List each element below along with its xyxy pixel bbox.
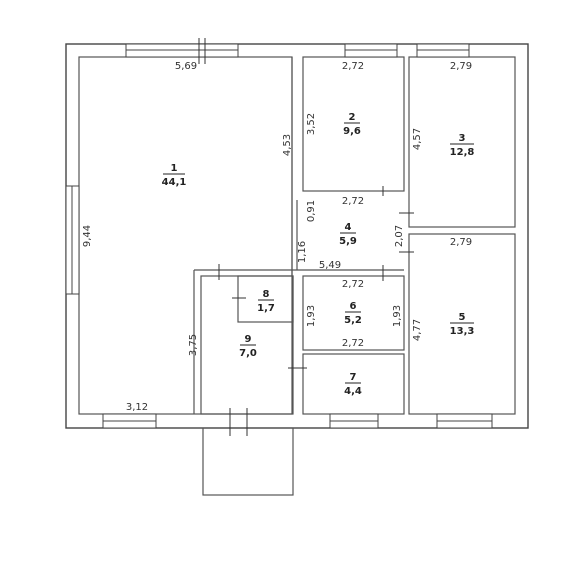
room-2-outline	[302, 56, 405, 192]
room-8-number: 8	[263, 289, 270, 300]
room-7-number: 7	[350, 372, 357, 383]
dim-r1-left: 9,44	[82, 225, 93, 247]
room-7-outline	[302, 353, 405, 415]
dim-r2-bottom: 2,72	[342, 196, 364, 207]
dim-r6-left: 1,93	[306, 305, 317, 327]
room-3-area: 12,8	[450, 147, 475, 158]
dim-r6-top: 2,72	[342, 279, 364, 290]
room-7-area: 4,4	[344, 386, 362, 397]
room-1-outline	[78, 56, 293, 415]
dim-r4-right: 2,07	[394, 225, 405, 247]
room-2-number: 2	[349, 112, 356, 123]
room-4-area: 5,9	[339, 236, 357, 247]
dim-r4-left-upper: 0,91	[306, 200, 317, 222]
dim-r4-left-lower: 1,16	[297, 241, 308, 263]
room-3-number: 3	[459, 133, 466, 144]
dim-hall-bottom: 5,49	[319, 260, 341, 271]
room-2-area: 9,6	[343, 126, 361, 137]
dim-r5-top: 2,79	[450, 237, 472, 248]
room-9-area: 7,0	[239, 348, 257, 359]
dim-r9-left: 3,75	[188, 334, 199, 356]
room-5-area: 13,3	[450, 326, 475, 337]
room-6-area: 5,2	[344, 315, 362, 326]
dim-r6-bottom: 2,72	[342, 338, 364, 349]
dim-r1-right: 4,53	[282, 134, 293, 156]
room-6-number: 6	[350, 301, 357, 312]
dim-r1-bottom: 3,12	[126, 402, 148, 413]
room-8-area: 1,7	[257, 303, 275, 314]
dim-r3-top: 2,79	[450, 61, 472, 72]
dim-r5-left: 4,77	[412, 319, 423, 341]
room-1-area: 44,1	[162, 177, 187, 188]
room-9-number: 9	[245, 334, 252, 345]
dim-r2-top: 2,72	[342, 61, 364, 72]
dim-r6-right: 1,93	[392, 305, 403, 327]
room-5-number: 5	[459, 312, 466, 323]
room-5-outline	[408, 233, 516, 415]
porch	[202, 427, 294, 496]
dim-r3-left: 4,57	[412, 128, 423, 150]
dim-r2-left: 3,52	[306, 113, 317, 135]
room-6-outline	[302, 275, 405, 351]
room-4-number: 4	[345, 222, 352, 233]
room-1-number: 1	[171, 163, 178, 174]
dim-r1-top: 5,69	[175, 61, 197, 72]
